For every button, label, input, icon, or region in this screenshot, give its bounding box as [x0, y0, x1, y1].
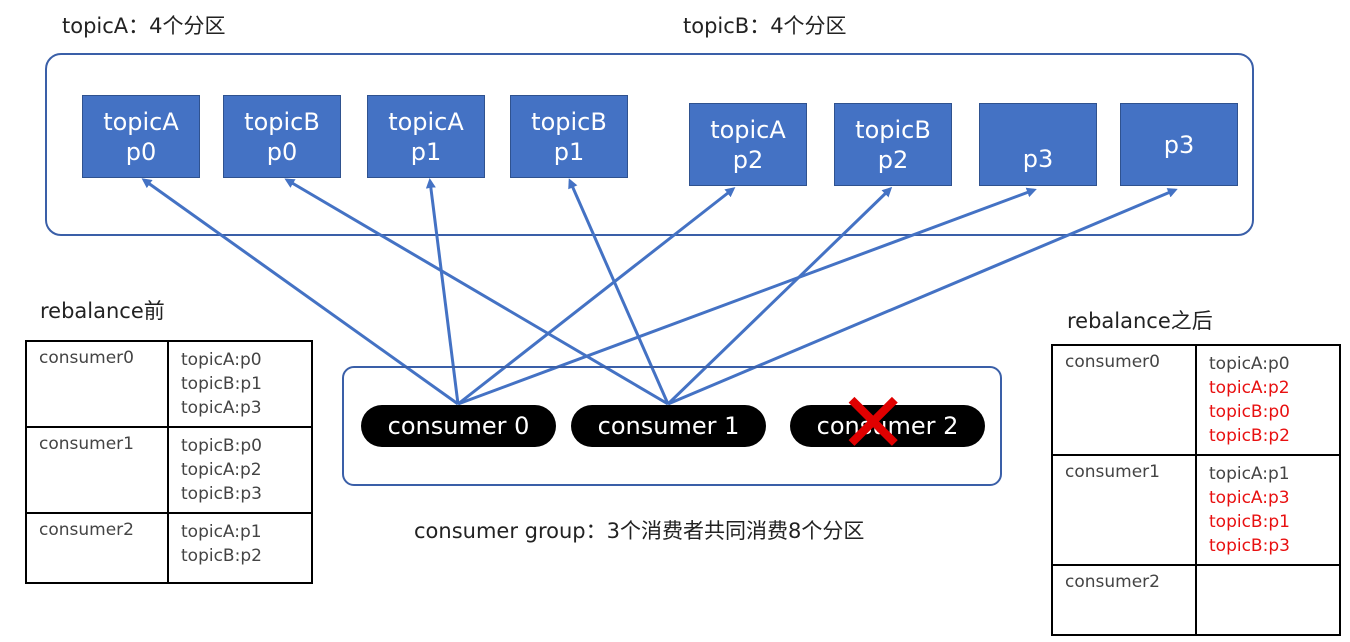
consumer-cell: consumer0 — [25, 340, 169, 428]
consumer-cell: consumer0 — [1051, 344, 1197, 456]
consumer-cell: consumer1 — [1051, 454, 1197, 566]
consumer-2-pill: consumer 2 — [790, 405, 985, 447]
partitions-cell: topicA:p1 topicA:p3 topicB:p1 topicB:p3 — [1195, 454, 1341, 566]
arrow — [457, 187, 1037, 406]
topic-b-heading: topicB：4个分区 — [683, 14, 847, 38]
consumer-0-pill: consumer 0 — [361, 405, 556, 447]
consumer-cell: consumer1 — [25, 426, 169, 514]
arrow — [666, 186, 893, 406]
consumer-cell: consumer2 — [1051, 564, 1197, 636]
topic-a-heading: topicA：4个分区 — [62, 14, 226, 38]
before-title: rebalance前 — [40, 299, 165, 323]
removed-cross-icon: ✕ — [838, 374, 909, 472]
partitions-cell: topicA:p0 topicA:p2 topicB:p0 topicB:p2 — [1195, 344, 1341, 456]
partitions-container — [45, 53, 1254, 236]
consumer-1-pill: consumer 1 — [571, 405, 766, 447]
after-title: rebalance之后 — [1067, 309, 1213, 333]
arrow — [457, 187, 736, 406]
partitions-cell — [1195, 564, 1341, 636]
consumer-group-container — [342, 366, 1002, 486]
after-assignment-table: consumer0 topicA:p0 topicA:p2 topicB:p0 … — [1051, 344, 1341, 636]
partition-box: p3 — [979, 103, 1097, 186]
consumer-cell: consumer2 — [25, 512, 169, 584]
partition-box: p3 — [1120, 103, 1238, 186]
arrow — [667, 188, 1178, 406]
group-caption: consumer group：3个消费者共同消费8个分区 — [414, 519, 865, 543]
